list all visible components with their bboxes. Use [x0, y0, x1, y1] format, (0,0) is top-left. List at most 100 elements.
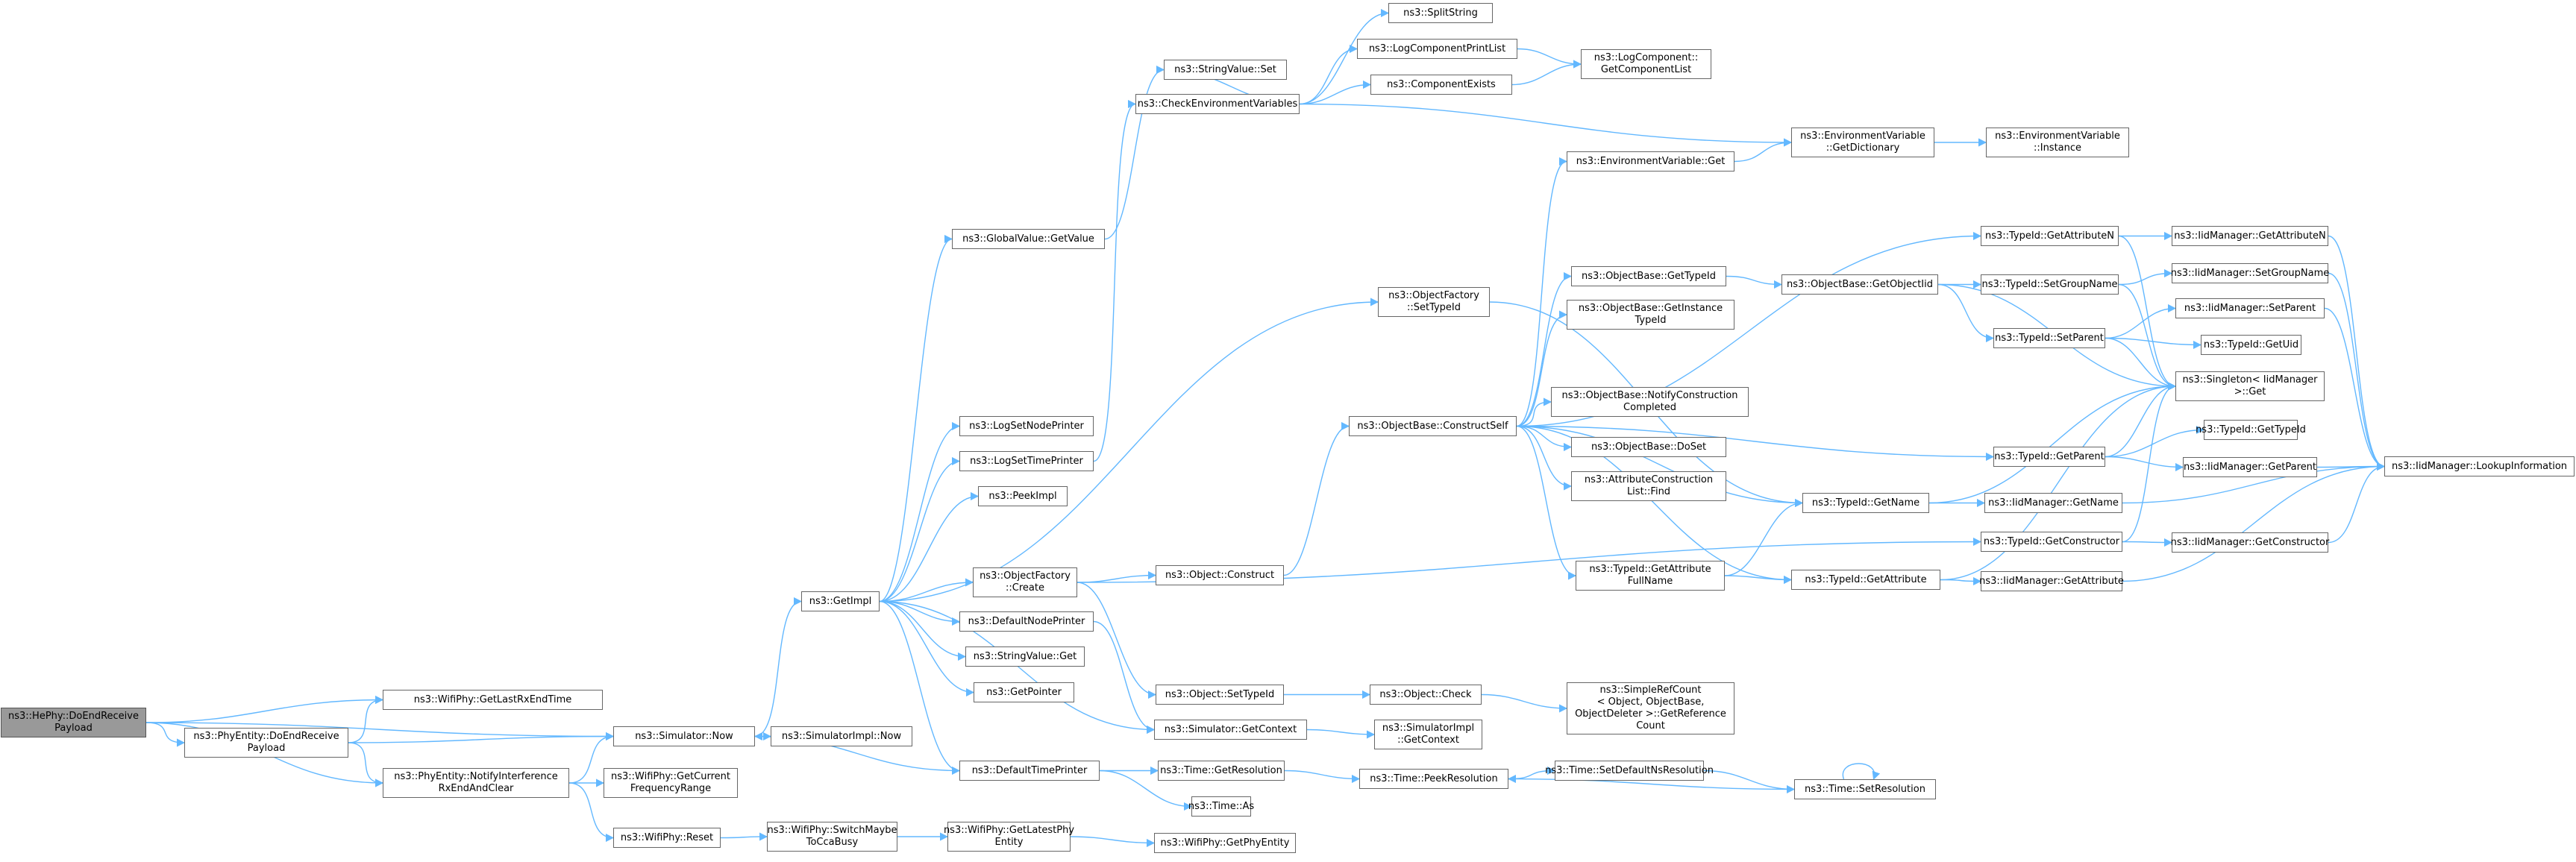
- call-edge: [1516, 425, 1577, 580]
- node-phyentity-doendreceivepayload[interactable]: ns3::PhyEntity::DoEndReceive Payload: [184, 728, 348, 758]
- node-object-construct[interactable]: ns3::Object::Construct: [1156, 565, 1284, 585]
- node-iidmanager-getattribute[interactable]: ns3::IidManager::GetAttribute: [1979, 571, 2124, 591]
- node-stringvalue-set[interactable]: ns3::StringValue::Set: [1164, 60, 1287, 80]
- call-edge: [1284, 770, 1361, 784]
- node-typeid-setparent[interactable]: ns3::TypeId::SetParent: [1993, 328, 2105, 348]
- call-edge: [2105, 337, 2177, 391]
- call-edge: [2105, 337, 2202, 350]
- node-objectfactory-create[interactable]: ns3::ObjectFactory ::Create: [973, 567, 1077, 597]
- node-environmentvariable-get[interactable]: ns3::EnvironmentVariable::Get: [1567, 151, 1734, 172]
- call-edge: [2118, 235, 2177, 391]
- node-wifiphy-getlatestphyentity[interactable]: ns3::WifiPhy::GetLatestPhy Entity: [944, 822, 1074, 852]
- node-stringvalue-get[interactable]: ns3::StringValue::Get: [965, 646, 1085, 667]
- node-defaultnodeprinter[interactable]: ns3::DefaultNodePrinter: [959, 611, 1094, 632]
- node-objectbase-gettypeid[interactable]: ns3::ObjectBase::GetTypeId: [1571, 266, 1726, 286]
- node-phyentity-notifyinterference[interactable]: ns3::PhyEntity::NotifyInterference RxEnd…: [383, 768, 569, 798]
- node-splitstring[interactable]: ns3::SplitString: [1388, 3, 1493, 23]
- call-edge: [1077, 570, 1157, 583]
- node-attributeconstructionlist-find[interactable]: ns3::AttributeConstruction List::Find: [1571, 471, 1726, 501]
- node-iidmanager-getconstructor[interactable]: ns3::IidManager::GetConstructor: [2171, 532, 2329, 553]
- node-iidmanager-getparent[interactable]: ns3::IidManager::GetParent: [2183, 457, 2317, 477]
- node-wifiphy-reset[interactable]: ns3::WifiPhy::Reset: [613, 828, 721, 848]
- node-typeid-gettypeid[interactable]: ns3::TypeId::GetTypeId: [2196, 420, 2306, 440]
- call-edge: [2122, 382, 2177, 543]
- node-logsettimeprinter[interactable]: ns3::LogSetTimePrinter: [959, 451, 1094, 471]
- node-typeid-getuid[interactable]: ns3::TypeId::GetUid: [2201, 335, 2301, 355]
- call-edge: [879, 600, 975, 697]
- node-typeid-getconstructor[interactable]: ns3::TypeId::GetConstructor: [1981, 532, 2122, 552]
- call-edge: [879, 456, 961, 603]
- node-getimpl[interactable]: ns3::GetImpl: [801, 591, 880, 611]
- node-logcomponentprintlist[interactable]: ns3::LogComponentPrintList: [1357, 39, 1517, 59]
- call-edge: [2105, 456, 2184, 472]
- node-objectbase-getobjectiid[interactable]: ns3::ObjectBase::GetObjectIid: [1781, 274, 1938, 295]
- call-edge: [1481, 693, 1568, 713]
- node-objectfactory-settypeid[interactable]: ns3::ObjectFactory ::SetTypeId: [1378, 287, 1490, 317]
- call-edge: [348, 742, 384, 787]
- call-edge: [1937, 283, 1995, 343]
- node-logsetnodeprinter[interactable]: ns3::LogSetNodePrinter: [959, 416, 1094, 436]
- call-edge: [1516, 310, 1568, 427]
- node-time-peekresolution[interactable]: ns3::Time::PeekResolution: [1359, 769, 1508, 789]
- node-typeid-getattributefullname[interactable]: ns3::TypeId::GetAttribute FullName: [1576, 561, 1725, 591]
- call-edge: [1726, 275, 1783, 289]
- node-objectbase-doset[interactable]: ns3::ObjectBase::DoSet: [1571, 437, 1726, 457]
- node-simulator-getcontext[interactable]: ns3::Simulator::GetContext: [1154, 720, 1307, 740]
- node-typeid-getparent[interactable]: ns3::TypeId::GetParent: [1993, 447, 2105, 467]
- node-wifiphy-switchmaybetoccabusy[interactable]: ns3::WifiPhy::SwitchMaybe ToCcaBusy: [767, 822, 897, 852]
- call-edge: [2118, 283, 2177, 391]
- call-edge: [1299, 44, 1358, 105]
- call-edge: [879, 421, 961, 603]
- node-object-check[interactable]: ns3::Object::Check: [1370, 685, 1482, 705]
- node-object-settypeid[interactable]: ns3::Object::SetTypeId: [1156, 685, 1284, 705]
- call-edge: [1299, 8, 1390, 105]
- node-checkenvironmentvariables[interactable]: ns3::CheckEnvironmentVariables: [1135, 94, 1300, 114]
- node-globalvalue-getvalue[interactable]: ns3::GlobalValue::GetValue: [952, 229, 1105, 249]
- call-edge: [879, 491, 980, 603]
- node-simulator-now[interactable]: ns3::Simulator::Now: [613, 726, 755, 746]
- call-edge: [2122, 462, 2386, 582]
- node-time-setresolution[interactable]: ns3::Time::SetResolution: [1794, 779, 1936, 799]
- node-iidmanager-setparent[interactable]: ns3::IidManager::SetParent: [2175, 298, 2325, 318]
- call-edge: [1099, 770, 1193, 811]
- node-defaulttimeprinter[interactable]: ns3::DefaultTimePrinter: [959, 761, 1100, 781]
- node-time-setdefaultnsresolution[interactable]: ns3::Time::SetDefaultNsResolution: [1545, 761, 1714, 781]
- call-edge: [720, 832, 768, 841]
- node-wifiphy-getcurrentfrequencyrange[interactable]: ns3::WifiPhy::GetCurrent FrequencyRange: [604, 768, 738, 798]
- node-typeid-getattributen[interactable]: ns3::TypeId::GetAttributeN: [1981, 226, 2119, 246]
- node-typeid-setgroupname[interactable]: ns3::TypeId::SetGroupName: [1981, 274, 2119, 295]
- call-edge: [2105, 382, 2177, 458]
- node-iidmanager-setgroupname[interactable]: ns3::IidManager::SetGroupName: [2171, 263, 2329, 283]
- call-edge: [1516, 397, 1552, 427]
- call-edge: [1093, 100, 1137, 462]
- node-iidmanager-getname[interactable]: ns3::IidManager::GetName: [1984, 493, 2122, 513]
- call-edge: [2328, 462, 2386, 544]
- node-objectbase-getinstancetypeid[interactable]: ns3::ObjectBase::GetInstance TypeId: [1567, 300, 1734, 330]
- node-environmentvariable-instance[interactable]: ns3::EnvironmentVariable ::Instance: [1986, 128, 2129, 157]
- call-edge: [145, 695, 384, 723]
- node-objectbase-notifyconstructioncompleted[interactable]: ns3::ObjectBase::NotifyConstruction Comp…: [1551, 387, 1749, 417]
- node-iidmanager-getattributen[interactable]: ns3::IidManager::GetAttributeN: [2172, 226, 2328, 246]
- node-typeid-getattribute[interactable]: ns3::TypeId::GetAttribute: [1791, 570, 1940, 590]
- node-environmentvariable-getdictionary[interactable]: ns3::EnvironmentVariable ::GetDictionary: [1791, 128, 1934, 157]
- node-time-getresolution[interactable]: ns3::Time::GetResolution: [1158, 761, 1285, 781]
- node-peekimpl[interactable]: ns3::PeekImpl: [978, 486, 1068, 506]
- call-edge: [879, 600, 961, 776]
- node-time-as[interactable]: ns3::Time::As: [1188, 796, 1254, 817]
- node-componentexists[interactable]: ns3::ComponentExists: [1370, 75, 1512, 95]
- node-logcomponent-getcomponentlist[interactable]: ns3::LogComponent:: GetComponentList: [1581, 49, 1711, 79]
- node-wifiphy-getphyentity[interactable]: ns3::WifiPhy::GetPhyEntity: [1154, 833, 1296, 853]
- node-iidmanager-lookupinformation[interactable]: ns3::IidManager::LookupInformation: [2384, 456, 2575, 476]
- call-edge: [1724, 575, 1793, 585]
- node-getpointer[interactable]: ns3::GetPointer: [974, 682, 1074, 702]
- node-singleton-iidmanager-get[interactable]: ns3::Singleton< IidManager >::Get: [2175, 371, 2325, 401]
- call-edge: [1734, 138, 1793, 163]
- call-edge: [1299, 80, 1372, 105]
- node-simplerefcount-getreferencecount[interactable]: ns3::SimpleRefCount < Object, ObjectBase…: [1567, 682, 1734, 734]
- node-objectbase-constructself[interactable]: ns3::ObjectBase::ConstructSelf: [1349, 416, 1517, 436]
- node-simulatorimpl-getcontext[interactable]: ns3::SimulatorImpl ::GetContext: [1374, 720, 1482, 749]
- node-typeid-getname[interactable]: ns3::TypeId::GetName: [1802, 493, 1929, 513]
- node-simulatorimpl-now[interactable]: ns3::SimulatorImpl::Now: [771, 726, 912, 746]
- call-edge: [145, 722, 615, 741]
- node-wifiphy-getlastrxendtime[interactable]: ns3::WifiPhy::GetLastRxEndTime: [383, 690, 603, 710]
